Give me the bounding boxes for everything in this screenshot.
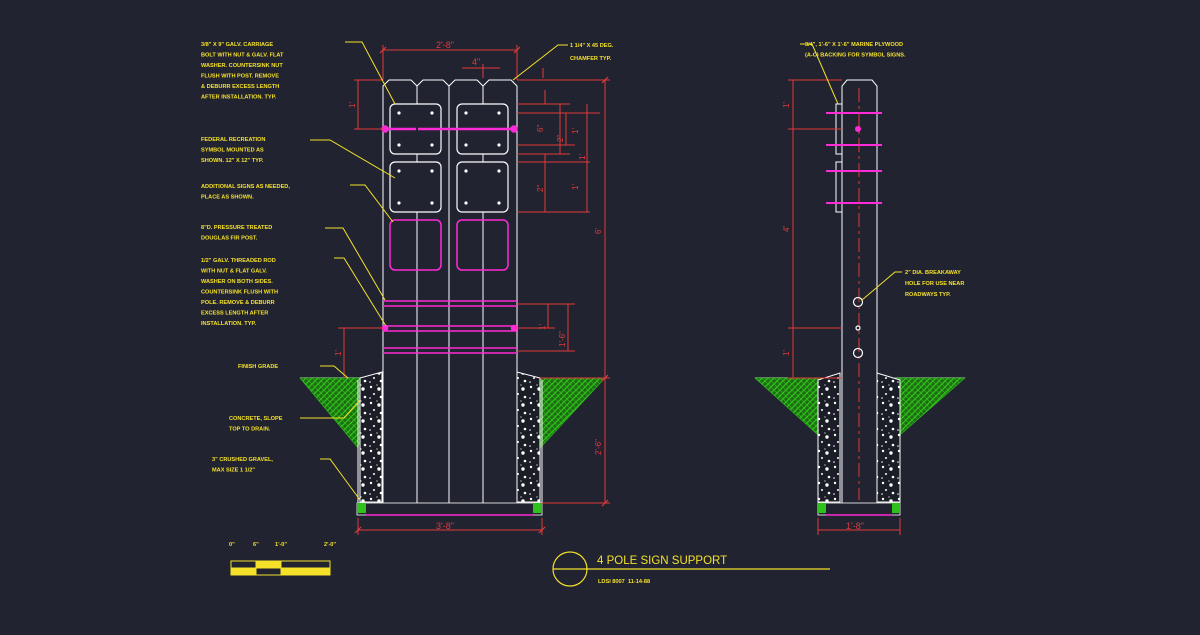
dim-sign-one: 1' bbox=[571, 128, 580, 134]
note-plywood-line: 3/4", 1'-6" X 1'-6" MARINE PLYWOOD bbox=[805, 42, 903, 48]
drawing-number: LDSI 8007 bbox=[598, 579, 625, 585]
note-threaded-rod: 1/2" GALV. THREADED ROD WITH NUT & FLAT … bbox=[201, 258, 280, 327]
dim-rod-spacing: 1' bbox=[538, 324, 547, 330]
note-concrete: CONCRETE, SLOPE TOP TO DRAIN. bbox=[229, 416, 284, 433]
side-dim-low: 1' bbox=[782, 350, 791, 356]
note-plywood: 3/4", 1'-6" X 1'-6" MARINE PLYWOOD (A-C)… bbox=[805, 42, 906, 59]
note-threaded-rod-line: EXCESS LENGTH AFTER bbox=[201, 311, 268, 317]
note-finish-grade: FINISH GRADE bbox=[238, 364, 278, 370]
plywood-backing bbox=[835, 103, 843, 213]
note-additional-signs: ADDITIONAL SIGNS AS NEEDED, PLACE AS SHO… bbox=[201, 184, 291, 201]
note-threaded-rod-line: WITH NUT & FLAT GALV. bbox=[201, 269, 268, 275]
note-threaded-rod-line: POLE. REMOVE & DEBURR bbox=[201, 300, 275, 306]
dim-sign-top: 1' bbox=[348, 102, 357, 108]
additional-signs bbox=[389, 219, 509, 271]
note-chamfer: 1 1/4" X 45 DEG. CHAMFER TYP. bbox=[570, 43, 615, 62]
note-federal-symbol-line: FEDERAL RECREATION bbox=[201, 137, 265, 143]
dim-sign-gap: 6" bbox=[536, 125, 545, 132]
note-plywood-line: (A-C) BACKING FOR SYMBOL SIGNS. bbox=[805, 53, 906, 59]
dim-footing-width: 3'-8" bbox=[436, 521, 454, 531]
scale-label: 1'-0" bbox=[275, 542, 287, 548]
note-carriage-bolt-line: AFTER INSTALLATION. TYP. bbox=[201, 95, 277, 101]
note-breakaway: 2" DIA. BREAKAWAY HOLE FOR USE NEAR ROAD… bbox=[905, 270, 966, 298]
front-posts bbox=[382, 79, 518, 503]
note-concrete-line: CONCRETE, SLOPE bbox=[229, 416, 283, 422]
title-block: 4 POLE SIGN SUPPORT LDSI 8007 11-14-88 bbox=[552, 551, 830, 587]
side-dimension-lines bbox=[788, 79, 901, 535]
note-post-line: DOUGLAS FIR POST. bbox=[201, 236, 258, 242]
note-threaded-rod-line: INSTALLATION. TYP. bbox=[201, 321, 256, 327]
scale-label: 2'-0" bbox=[324, 542, 336, 548]
drawing-title: 4 POLE SIGN SUPPORT bbox=[597, 555, 727, 567]
note-additional-signs-line: ADDITIONAL SIGNS AS NEEDED, bbox=[201, 184, 290, 190]
breakaway-holes bbox=[852, 296, 864, 359]
note-gravel-line: 3" CRUSHED GRAVEL, bbox=[212, 457, 273, 463]
side-leader-lines bbox=[800, 43, 902, 301]
scale-label: 6" bbox=[253, 542, 259, 548]
note-breakaway-line: 2" DIA. BREAKAWAY bbox=[905, 270, 961, 276]
side-dim-mid: 4' bbox=[782, 226, 791, 232]
scale-bar: 0" 6" 1'-0" 2'-0" bbox=[229, 542, 336, 576]
note-carriage-bolt-line: WASHER. COUNTERSINK NUT bbox=[201, 63, 283, 69]
note-breakaway-line: HOLE FOR USE NEAR bbox=[905, 281, 964, 287]
dim-post-width: 4" bbox=[472, 57, 480, 67]
note-threaded-rod-line: COUNTERSINK FLUSH WITH bbox=[201, 290, 278, 296]
note-breakaway-line: ROADWAYS TYP. bbox=[905, 292, 951, 298]
drawing-date: 11-14-88 bbox=[628, 579, 650, 585]
side-view: 1' 4' 1' 1'-8" 3/4", 1'-6" X 1'-6" MARIN… bbox=[754, 42, 966, 535]
front-dimension-ticks bbox=[354, 46, 609, 534]
note-post: 8"D. PRESSURE TREATED DOUGLAS FIR POST. bbox=[201, 225, 274, 242]
note-carriage-bolt-line: BOLT WITH NUT & GALV. FLAT bbox=[201, 53, 284, 59]
dim-sign-side-right: 1' bbox=[578, 154, 587, 160]
side-post bbox=[841, 79, 878, 503]
note-threaded-rod-line: 1/2" GALV. THREADED ROD bbox=[201, 258, 276, 264]
note-carriage-bolt-line: FLUSH WITH POST. REMOVE bbox=[201, 74, 279, 80]
note-federal-symbol: FEDERAL RECREATION SYMBOL MOUNTED AS SHO… bbox=[201, 137, 267, 164]
note-threaded-rod-line: WASHER ON BOTH SIDES. bbox=[201, 279, 273, 285]
dim-sign-side-left: 2" bbox=[536, 185, 545, 192]
note-additional-signs-line: PLACE AS SHOWN. bbox=[201, 195, 254, 201]
side-dim-top: 1' bbox=[782, 102, 791, 108]
note-gravel-line: MAX SIZE 1 1/2" bbox=[212, 468, 255, 474]
footing-concrete bbox=[356, 371, 543, 516]
scale-label: 0" bbox=[229, 542, 235, 548]
dim-total-height: 6' bbox=[594, 228, 603, 234]
side-ground bbox=[754, 377, 966, 436]
dim-rod-block: 1'-6" bbox=[558, 331, 567, 347]
dim-top-width: 2'-8" bbox=[436, 40, 454, 50]
front-dimension-lines bbox=[338, 45, 610, 535]
dim-left-low: 1' bbox=[334, 350, 343, 356]
front-view: 2'-8" 4" 1' 6" 2" 1' 2" 1' 1' 6' 1' 1'-6… bbox=[201, 40, 615, 535]
note-carriage-bolt-line: & DEBURR EXCESS LENGTH bbox=[201, 84, 279, 90]
note-gravel: 3" CRUSHED GRAVEL, MAX SIZE 1 1/2" bbox=[212, 457, 275, 474]
sign-bolt-dots bbox=[397, 111, 501, 205]
note-federal-symbol-line: SHOWN. 12" X 12" TYP. bbox=[201, 158, 264, 164]
note-chamfer-line: 1 1/4" X 45 DEG. bbox=[570, 43, 614, 49]
note-post-line: 8"D. PRESSURE TREATED bbox=[201, 225, 272, 231]
note-federal-symbol-line: SYMBOL MOUNTED AS bbox=[201, 148, 264, 154]
note-concrete-line: TOP TO DRAIN. bbox=[229, 427, 271, 433]
note-carriage-bolt: 3/8" X 9" GALV. CARRIAGE BOLT WITH NUT &… bbox=[201, 42, 285, 101]
side-footing bbox=[817, 372, 901, 516]
note-chamfer-line: CHAMFER TYP. bbox=[570, 56, 612, 62]
threaded-rods bbox=[381, 300, 518, 354]
dim-sign-lower: 1' bbox=[571, 184, 580, 190]
dim-embed-depth: 2'-6" bbox=[594, 439, 603, 455]
dim-sign-two: 2" bbox=[556, 135, 565, 142]
side-dim-footing-width: 1'-8" bbox=[846, 521, 864, 531]
note-carriage-bolt-line: 3/8" X 9" GALV. CARRIAGE bbox=[201, 42, 273, 48]
ground-left bbox=[299, 377, 376, 449]
front-leader-lines bbox=[300, 41, 568, 501]
side-bolts bbox=[826, 112, 882, 204]
